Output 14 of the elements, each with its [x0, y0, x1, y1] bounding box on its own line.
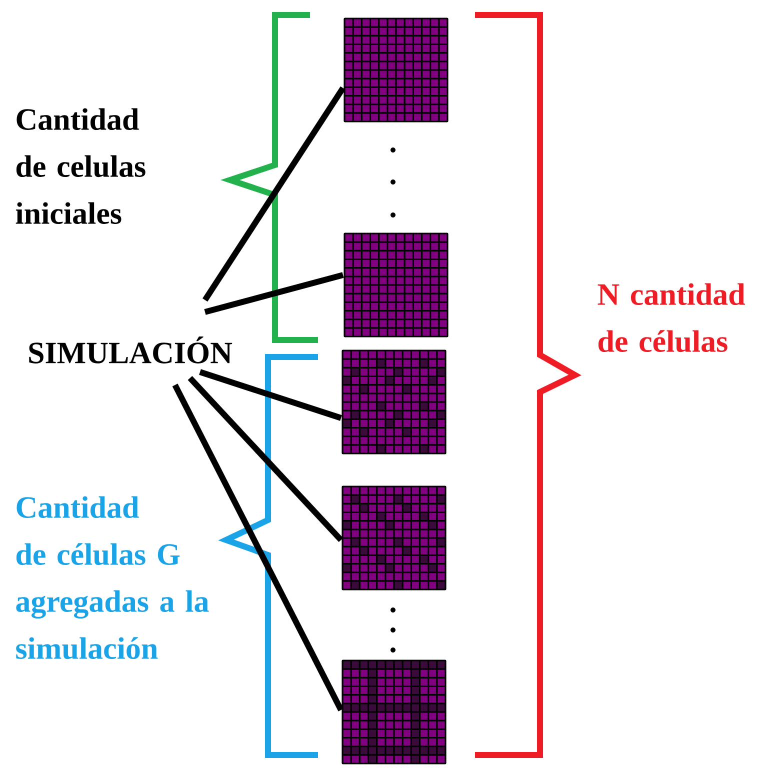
- cell-grid-drawing: [342, 660, 446, 764]
- cell-grid-drawing: [342, 486, 446, 590]
- connector-line: [172, 384, 344, 712]
- cell-grid-drawing: [342, 350, 446, 454]
- cell-grid-drawing: [344, 18, 448, 122]
- label-text: Cantidad de células G agregadas a la simulación: [16, 496, 209, 660]
- connector-line: [202, 86, 346, 302]
- label-text: N cantidad de células: [598, 283, 745, 352]
- connector-line: [199, 369, 342, 421]
- connector-line: [188, 376, 344, 542]
- cell-grid-drawing: [344, 232, 448, 338]
- label-text: SIMULACIÓN: [29, 336, 232, 364]
- connector-line: [204, 272, 344, 315]
- label-text: Cantidad de celulas iniciales: [16, 108, 146, 224]
